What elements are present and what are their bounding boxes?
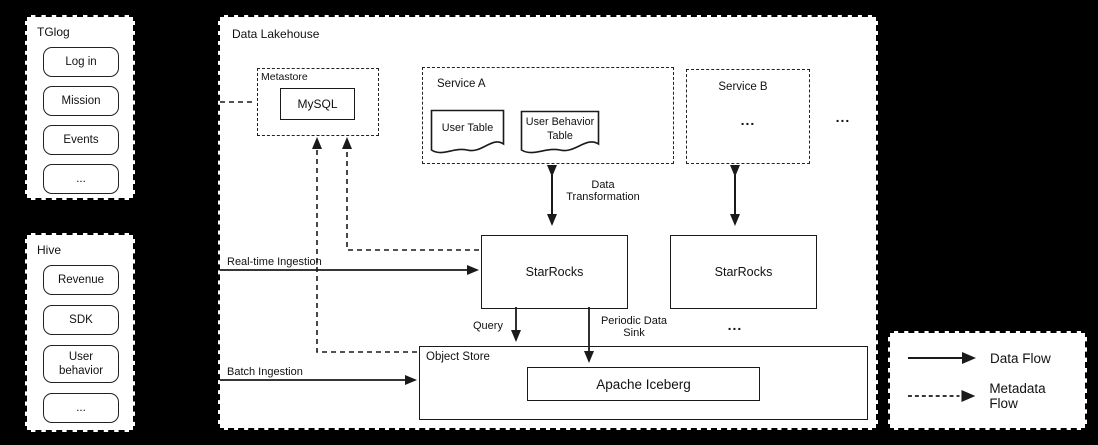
metastore-title: Metastore	[261, 71, 308, 83]
more-starrocks-ellipsis: ...	[727, 317, 743, 333]
service-b-more: ...	[740, 112, 756, 128]
hive-item-revenue: Revenue	[43, 265, 119, 295]
data-lakehouse-panel: Data Lakehouse Metastore MySQL Service A…	[218, 15, 878, 430]
service-b-group: Service B ...	[686, 69, 810, 164]
starrocks-right-node: StarRocks	[670, 235, 817, 309]
user-behavior-table-document: User Behavior Table	[520, 110, 600, 157]
hive-title: Hive	[37, 243, 62, 257]
hive-item-user-behavior: User behavior	[43, 345, 119, 383]
legend-metadata-flow: Metadata Flow	[906, 381, 1077, 411]
tglog-panel: TGlog Log in Mission Events ...	[25, 15, 135, 200]
metadata-edge-objectstore-to-metastore	[312, 137, 417, 353]
tglog-item-more: ...	[43, 164, 119, 194]
starrocks-left-node: StarRocks	[481, 235, 628, 309]
user-table-document: User Table	[430, 109, 505, 157]
realtime-ingestion-label: Real-time Ingestion	[227, 256, 322, 268]
legend-data-flow: Data Flow	[906, 350, 1077, 366]
legend-panel: Data Flow Metadata Flow	[888, 331, 1087, 430]
apache-iceberg-node: Apache Iceberg	[527, 367, 760, 401]
service-a-title: Service A	[437, 78, 486, 90]
mysql-node: MySQL	[280, 88, 355, 120]
data-transformation-label: Data Transformation	[566, 179, 640, 203]
more-services-ellipsis: ...	[835, 109, 851, 125]
user-behavior-table-label: User Behavior Table	[525, 115, 595, 142]
hive-item-more: ...	[43, 393, 119, 423]
hive-panel: Hive Revenue SDK User behavior ...	[25, 233, 135, 432]
periodic-sink-label: Periodic Data Sink	[600, 315, 668, 339]
tglog-item-events: Events	[43, 125, 119, 155]
tglog-item-mission: Mission	[43, 86, 119, 116]
batch-ingestion-label: Batch Ingestion	[227, 366, 303, 378]
metastore-group: Metastore	[257, 68, 379, 136]
user-table-label: User Table	[441, 122, 494, 135]
query-label: Query	[473, 320, 503, 332]
tglog-item-login: Log in	[43, 47, 119, 77]
metadata-flow-label: Metadata Flow	[989, 380, 1046, 411]
tglog-title: TGlog	[37, 25, 70, 39]
object-store-node: Object Store Apache Iceberg	[419, 346, 868, 420]
dashed-arrow-icon	[907, 389, 976, 402]
data-flow-label: Data Flow	[990, 350, 1051, 366]
data-lakehouse-title: Data Lakehouse	[232, 27, 320, 41]
tglog-items: Log in Mission Events ...	[37, 47, 125, 194]
hive-items: Revenue SDK User behavior ...	[37, 265, 125, 423]
document-icon	[520, 110, 600, 154]
object-store-title: Object Store	[426, 351, 490, 363]
solid-arrow-icon	[908, 352, 976, 365]
hive-item-sdk: SDK	[43, 305, 119, 335]
service-b-title: Service B	[718, 81, 768, 93]
